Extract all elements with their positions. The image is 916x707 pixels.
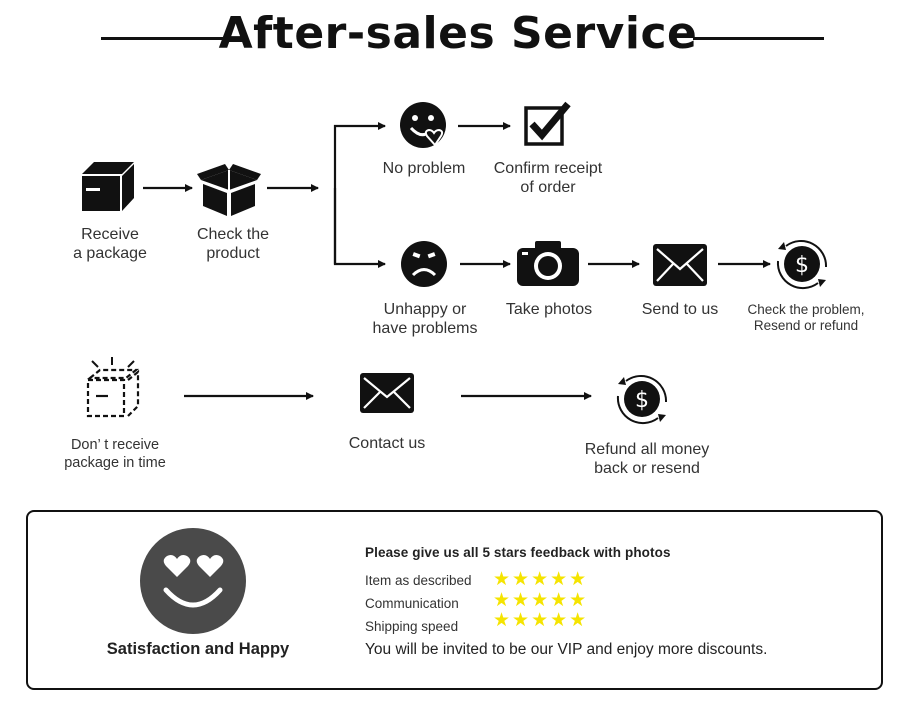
- label-no-problem: No problem: [382, 160, 466, 177]
- label-photos: Take photos: [505, 301, 593, 318]
- rating-label-shipping: Shipping speed: [365, 619, 459, 634]
- label-contact: Contact us: [348, 435, 426, 452]
- label-refund: Refund all money back or resend: [584, 441, 710, 477]
- dashed-box-icon: [86, 357, 140, 418]
- label-send: Send to us: [641, 301, 719, 318]
- camera-icon: [517, 241, 579, 286]
- label-unhappy: Unhappy or have problems: [372, 301, 478, 337]
- envelope-icon: [653, 244, 707, 286]
- satisfaction-label: Satisfaction and Happy: [106, 640, 290, 658]
- rating-stars-shipping: ★★★★★: [493, 610, 589, 631]
- rating-stars-item: ★★★★★: [493, 569, 589, 590]
- page-title: After-sales Service: [218, 8, 698, 59]
- label-receive: Receive a package: [73, 226, 147, 262]
- title-rule-right: [693, 37, 824, 40]
- dollar-refund-icon: $: [616, 374, 668, 425]
- rating-stars-communication: ★★★★★: [493, 590, 589, 611]
- arrow-branch-noproblem: [333, 122, 386, 264]
- label-check: Check the product: [196, 226, 270, 262]
- svg-text:$: $: [635, 388, 649, 413]
- arrow-branch-unhappy: [333, 188, 386, 268]
- smiling-heart-face-icon: [400, 102, 446, 148]
- heart-eyes-face-icon: [140, 528, 246, 634]
- closed-box-icon: [82, 162, 134, 211]
- rating-label-item: Item as described: [365, 573, 472, 588]
- title-rule-left: [101, 37, 231, 40]
- feedback-panel: [26, 510, 883, 690]
- svg-text:$: $: [795, 253, 809, 278]
- vip-message: You will be invited to be our VIP and en…: [365, 641, 768, 658]
- checkbox-check-icon: [524, 101, 571, 146]
- label-not-received: Don’ t receive package in time: [64, 437, 166, 471]
- label-check-problem: Check the problem, Resend or refund: [747, 302, 865, 333]
- feedback-title: Please give us all 5 stars feedback with…: [365, 545, 671, 560]
- rating-label-communication: Communication: [365, 596, 459, 611]
- sad-face-icon: [401, 241, 447, 287]
- open-box-icon: [197, 164, 261, 216]
- envelope-icon: [360, 373, 414, 413]
- label-confirm: Confirm receipt of order: [493, 160, 603, 196]
- dollar-refund-icon: $: [776, 239, 828, 290]
